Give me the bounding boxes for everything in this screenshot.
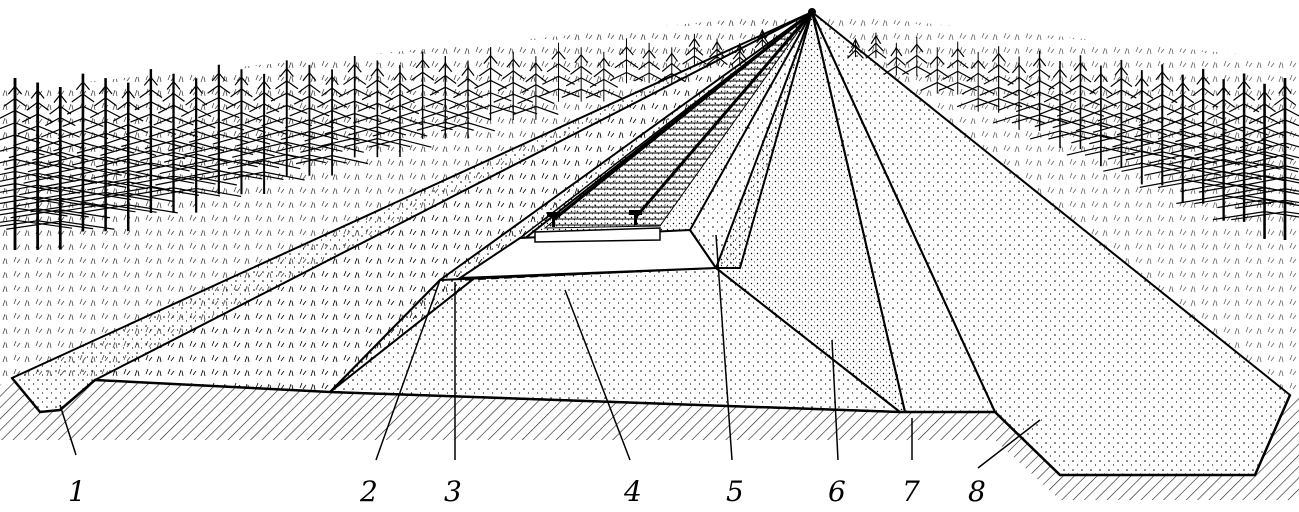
label-2: 2 [360, 475, 378, 508]
label-1: 1 [68, 475, 86, 508]
label-8: 8 [968, 475, 986, 508]
rails [552, 10, 814, 222]
right-field [812, 12, 1299, 395]
label-3: 3 [444, 475, 462, 508]
label-6: 6 [828, 475, 846, 508]
label-4: 4 [624, 475, 642, 508]
ground-hatching [0, 378, 1299, 500]
sleeper-section [534, 227, 661, 243]
left-field [0, 12, 810, 380]
leader-lines [59, 234, 1041, 469]
subgrade-dashed-line [464, 267, 717, 281]
ground-line [11, 377, 1292, 477]
label-5: 5 [726, 475, 744, 508]
label-7: 7 [902, 475, 920, 508]
vanishing-point [808, 8, 816, 16]
rail-profiles [547, 210, 642, 227]
